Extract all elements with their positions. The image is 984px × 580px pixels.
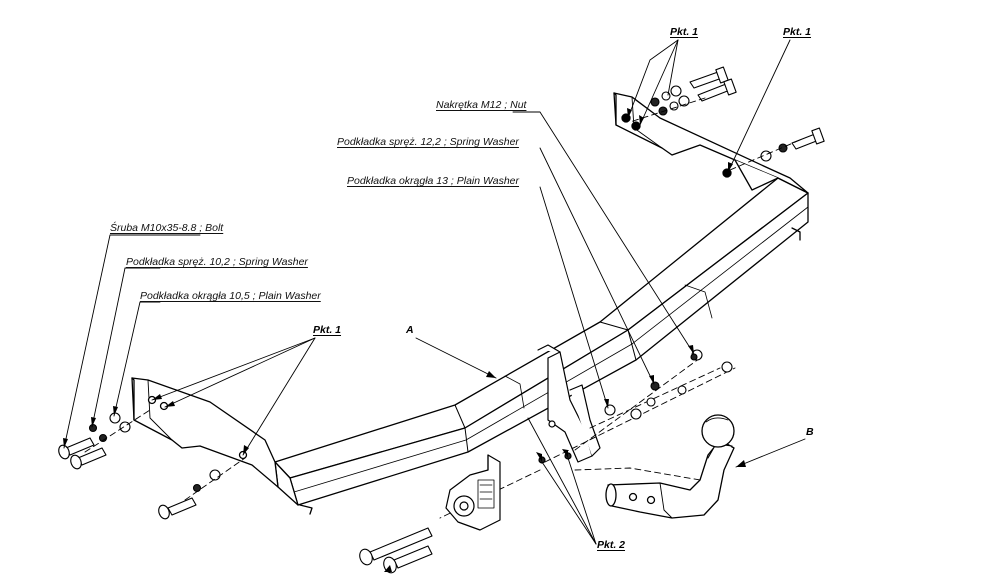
crossbar-a bbox=[274, 177, 809, 515]
plain-washer-10-label: Podkładka okrągła 10,5 ; Plain Washer bbox=[140, 290, 321, 302]
spring-washer-10-label: Podkładka spręż. 10,2 ; Spring Washer bbox=[126, 256, 308, 268]
pkt2-label: Pkt. 2 bbox=[597, 539, 626, 551]
left-bracket-fasteners bbox=[58, 412, 221, 520]
socket-plate bbox=[445, 454, 501, 531]
arrowheads bbox=[63, 108, 746, 572]
nut-label: Nakrętka M12 ; Nut bbox=[436, 99, 527, 111]
part-b-label: B bbox=[806, 426, 814, 438]
pkt1-label-top-left: Pkt. 1 bbox=[670, 26, 699, 38]
pkt1-label-mid: Pkt. 1 bbox=[313, 324, 342, 336]
center-fasteners bbox=[604, 349, 733, 420]
part-a-label: A bbox=[406, 324, 414, 336]
leader-lines bbox=[63, 39, 806, 545]
spring-washer-12-label: Podkładka spręż. 12,2 ; Spring Washer bbox=[337, 136, 519, 148]
right-bracket bbox=[613, 92, 809, 194]
tow-ball-b bbox=[605, 414, 735, 519]
pkt1-label-top-right: Pkt. 1 bbox=[783, 26, 812, 38]
left-bracket bbox=[131, 377, 279, 488]
plain-washer-13-label: Podkładka okrągła 13 ; Plain Washer bbox=[347, 175, 519, 187]
bolt-label: Śruba M10x35-8.8 ; Bolt bbox=[110, 222, 224, 234]
bottom-bolts bbox=[359, 527, 433, 574]
